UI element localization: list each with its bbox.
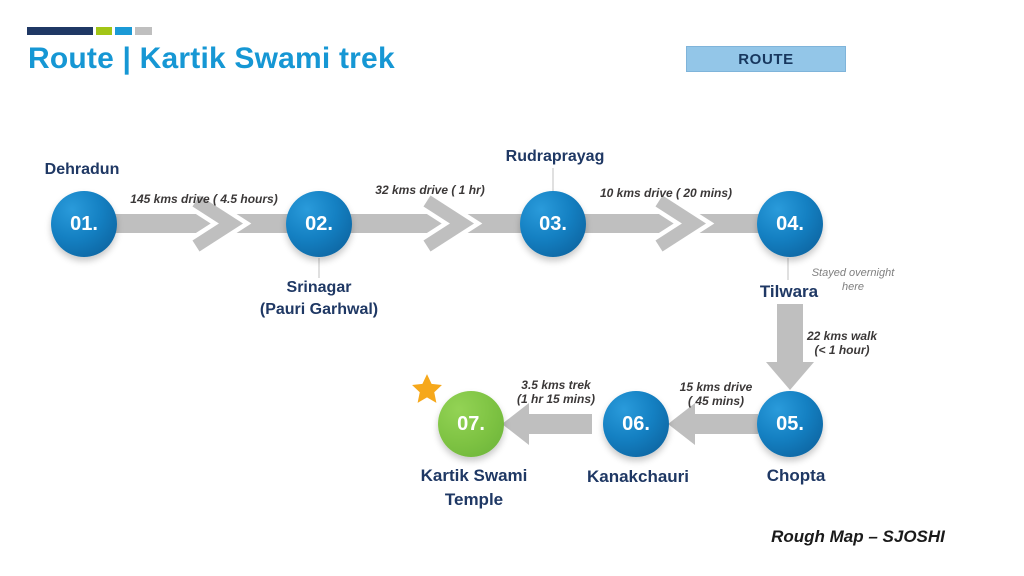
arrow-leg-1: [84, 191, 319, 256]
node-number: 01.: [70, 212, 98, 235]
arrow-leg-5-left: [668, 403, 758, 445]
city-label-dehradun: Dehradun: [44, 161, 120, 178]
arrow-leg-4-down: [766, 304, 814, 390]
city-label-kanakchauri: Kanakchauri: [586, 467, 690, 486]
city-label-srinagar: Srinagar (Pauri Garhwal): [259, 279, 379, 318]
node-number: 03.: [539, 212, 567, 235]
node-number: 02.: [305, 212, 333, 235]
city-label-chopta: Chopta: [766, 466, 826, 485]
leg-note-2: 32 kms drive ( 1 hr): [375, 183, 485, 197]
leg-note-5: 15 kms drive ( 45 mins): [679, 380, 753, 408]
page-title: Route | Kartik Swami trek: [28, 42, 395, 75]
leg-note-6: 3.5 kms trek (1 hr 15 mins): [516, 378, 596, 406]
leg-note-1: 145 kms drive ( 4.5 hours): [130, 192, 278, 206]
leg-note-4: 22 kms walk (< 1 hour): [806, 329, 878, 357]
star-icon: [412, 374, 442, 403]
node-number: 07.: [457, 412, 485, 435]
accent-bar-green: [96, 27, 112, 35]
arrow-leg-2: [319, 191, 553, 256]
route-node-03: 03.: [520, 191, 586, 257]
route-node-05: 05.: [757, 391, 823, 457]
leg-note-3: 10 kms drive ( 20 mins): [599, 186, 733, 200]
city-label-rudraprayag: Rudraprayag: [505, 148, 605, 165]
node-number: 04.: [776, 212, 804, 235]
route-node-07: 07.: [438, 391, 504, 457]
city-label-kartik-swami-temple: Kartik Swami Temple: [420, 466, 528, 509]
accent-bar-blue: [115, 27, 132, 35]
node-number: 05.: [776, 412, 804, 435]
city-label-tilwara: Tilwara: [759, 282, 819, 301]
route-node-04: 04.: [757, 191, 823, 257]
route-node-06: 06.: [603, 391, 669, 457]
route-node-01: 01.: [51, 191, 117, 257]
accent-bar-gray: [135, 27, 152, 35]
overnight-note: Stayed overnight here: [811, 267, 895, 293]
arrow-leg-3: [553, 191, 790, 256]
route-node-02: 02.: [286, 191, 352, 257]
credit-text: Rough Map – SJOSHI: [771, 527, 945, 546]
node-number: 06.: [622, 412, 650, 435]
accent-bar: [27, 27, 152, 35]
accent-bar-navy: [27, 27, 93, 35]
arrow-leg-6-left: [502, 403, 592, 445]
route-badge: ROUTE: [686, 46, 846, 72]
